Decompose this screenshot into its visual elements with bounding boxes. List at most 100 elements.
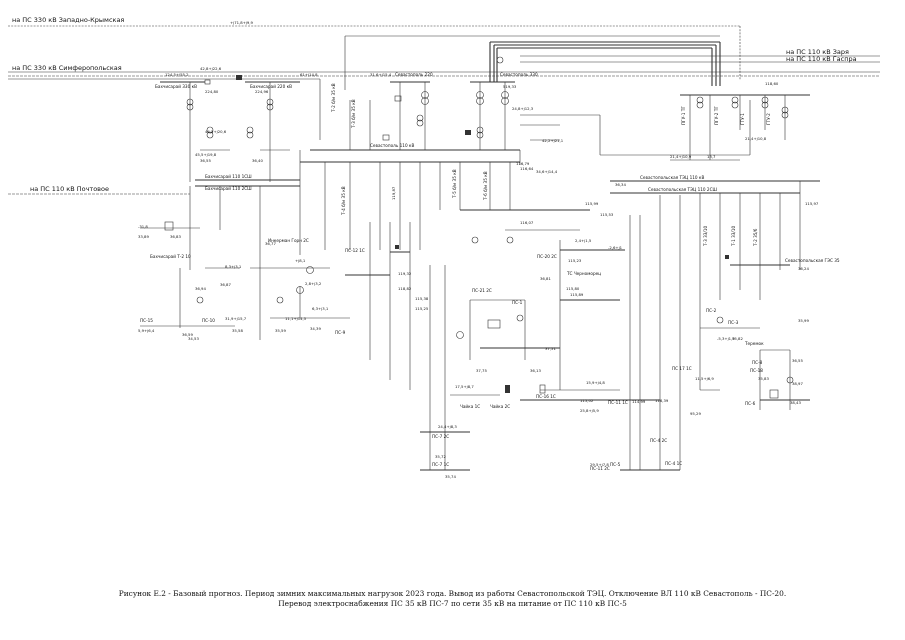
ss-ps9: ПС-9 bbox=[335, 330, 346, 335]
value-label: 44,5+j20,6 bbox=[205, 129, 227, 134]
bus-t3-ac: Т-3 б/м 35 кВ bbox=[351, 99, 356, 129]
value-label: 115,25 bbox=[415, 306, 429, 311]
value-label: +j71,8+j9,9 bbox=[230, 20, 254, 25]
value-label: 35,59 bbox=[275, 328, 286, 333]
value-label: 115,38 bbox=[415, 296, 429, 301]
ss-ps4-2: ПС-4 2С bbox=[650, 438, 667, 443]
value-label: 21,4+j10,9 bbox=[670, 154, 692, 159]
label-simferopolskaya: на ПС 330 кВ Симферопольская bbox=[12, 64, 122, 72]
value-label: 38,97 bbox=[792, 381, 803, 386]
value-label: 5,9+j6,4 bbox=[138, 328, 155, 333]
label-zarya: на ПС 110 кВ Заря bbox=[786, 48, 849, 56]
value-label: 115,97 bbox=[805, 201, 819, 206]
ss-ps5: ПС-5 bbox=[610, 462, 621, 467]
ss-ps6: ПС-6 bbox=[745, 401, 756, 406]
value-label: 11,1+j14,5 bbox=[285, 316, 307, 321]
value-label: 36,24 bbox=[798, 266, 809, 271]
bus-t5-ac: Т-5 б/м 35 кВ bbox=[452, 169, 457, 199]
ss-sevastopol-tec: Севастопольская ТЭЦ 110 кВ bbox=[640, 175, 704, 180]
ss-ts-chernomorets: ТС Черноморец bbox=[566, 271, 601, 276]
value-label: 95,29 bbox=[690, 411, 701, 416]
ss-ps7-2: ПС-7 2С bbox=[432, 434, 449, 439]
ss-ps20: ПС-20 2С bbox=[537, 254, 557, 259]
bus-t2-ac: Т-2 б/м 35 кВ bbox=[331, 83, 336, 113]
value-label: -31,8 bbox=[138, 224, 148, 229]
caption-line-1: Рисунок Е.2 - Базовый прогноз. Период зи… bbox=[118, 589, 787, 598]
figure-caption: Рисунок Е.2 - Базовый прогноз. Период зи… bbox=[60, 589, 845, 609]
value-label: 36,94 bbox=[195, 286, 206, 291]
value-label: 119,87 bbox=[391, 186, 396, 200]
gen-pgu-2: ПГУ-2 ТГ bbox=[714, 106, 719, 125]
value-label: 31,6+j15,4 bbox=[370, 72, 392, 77]
value-label: 25,8+j5,9 bbox=[580, 408, 599, 413]
value-label: 31,9+j15,7 bbox=[225, 316, 247, 321]
value-label: 118,60 bbox=[765, 81, 779, 86]
value-label: 35,72 bbox=[435, 454, 446, 459]
value-label: 116,07 bbox=[520, 220, 534, 225]
value-label: 34,39 bbox=[310, 326, 321, 331]
ss-ps17: ПС 17 1С bbox=[672, 366, 692, 371]
value-label: 34,6+j14,4 bbox=[536, 169, 558, 174]
label-pochtovoe: на ПС 110 кВ Почтовое bbox=[30, 185, 109, 193]
value-label: 61+j14,8 bbox=[300, 72, 318, 77]
gen-gtu-1: ГТУ-1 bbox=[740, 113, 745, 125]
gen-gtu-2: ГТУ-2 bbox=[766, 113, 771, 125]
ss-ps4-1: ПС-4 1С bbox=[665, 461, 682, 466]
value-label: 6,3+j3,1 bbox=[312, 306, 329, 311]
value-label: 36,34 bbox=[615, 182, 626, 187]
ss-teremok: Теремок bbox=[744, 341, 764, 346]
bus-t4-ac: Т-4 б/м 35 кВ bbox=[341, 186, 346, 216]
bus-t6-ac: Т-6 б/м 35 кВ bbox=[483, 171, 488, 201]
value-label: 45,5+j19,8 bbox=[195, 152, 217, 157]
ss-bakhchisaray-110-2: Бахчисарай 110 2СШ bbox=[205, 186, 252, 191]
ss-ps12: ПС-12 1С bbox=[345, 248, 365, 253]
value-label: 37,51 bbox=[545, 346, 556, 351]
ss-ps11-2: ПС-11 2С bbox=[590, 466, 610, 471]
ss-ps7-1: ПС-7 1С bbox=[432, 462, 449, 467]
ss-ps11-1: ПС-11 1С bbox=[608, 400, 628, 405]
ss-bakhchisaray-220: Бахчисарай 220 кВ bbox=[250, 84, 292, 89]
value-label: 36,87 bbox=[220, 282, 231, 287]
value-label: 119,32 bbox=[398, 271, 412, 276]
ss-bakhchisaray-110-1: Бахчисарай 110 1СШ bbox=[205, 174, 252, 179]
value-label: 36,13 bbox=[530, 368, 541, 373]
value-label: 116,39 bbox=[655, 398, 669, 403]
value-label: 36,81 bbox=[540, 276, 551, 281]
ss-ps1: ПС-1 bbox=[512, 300, 523, 305]
value-label: 118,82 bbox=[398, 286, 412, 291]
value-label: 42,8+j22,6 bbox=[200, 66, 222, 71]
value-label: 115,80 bbox=[566, 286, 580, 291]
value-label: 24,4+j8,3 bbox=[438, 424, 457, 429]
ss-bakhchisaray-t2: Бахчисарай Т-2 10 bbox=[150, 254, 191, 259]
value-label: 115,99 bbox=[585, 201, 599, 206]
value-label: 29,5+j7,8 bbox=[590, 462, 609, 467]
value-label: 37,75 bbox=[476, 368, 487, 373]
value-label: 42,2+j21,1 bbox=[542, 138, 564, 143]
value-label: 24,8+j12,3 bbox=[512, 106, 534, 111]
gen-pgu-1: ПГУ-1 ТГ bbox=[681, 106, 686, 125]
value-label: 36,55 bbox=[792, 358, 803, 363]
ss-ps3: ПС-3 bbox=[728, 320, 739, 325]
value-label: -5,3+j1,9 bbox=[717, 336, 735, 341]
value-label: 115,02 bbox=[580, 398, 594, 403]
value-label: 8,3+j3,1 bbox=[225, 264, 242, 269]
value-label: 2,8+j3,2 bbox=[305, 281, 322, 286]
label-zapadno-krymskaya: на ПС 330 кВ Западно-Крымская bbox=[12, 16, 124, 24]
value-label: 115,53 bbox=[600, 212, 614, 217]
value-label: -2,6+j1 bbox=[608, 245, 623, 250]
value-label: 36,83 bbox=[170, 234, 181, 239]
value-label: 34,53 bbox=[188, 336, 199, 341]
ss-ps15: ПС-15 bbox=[140, 318, 153, 323]
value-label: 38,43 bbox=[790, 400, 801, 405]
label-gaspra: на ПС 110 кВ Гаспра bbox=[786, 55, 857, 63]
ss-sevastopol-220: Севастополь 220 bbox=[395, 72, 433, 77]
value-label: 11,5+j6,9 bbox=[695, 376, 714, 381]
value-label: 116,64 bbox=[520, 166, 534, 171]
ss-ps10: ПС-10 bbox=[202, 318, 215, 323]
value-label: 224,96 bbox=[255, 89, 269, 94]
tr-t1: Т-1 33/10 bbox=[731, 226, 736, 247]
value-label: 15,9+j4,8 bbox=[586, 380, 605, 385]
value-label: 36,77 bbox=[265, 241, 276, 246]
ss-ps16: ПС-16 1С bbox=[536, 394, 556, 399]
